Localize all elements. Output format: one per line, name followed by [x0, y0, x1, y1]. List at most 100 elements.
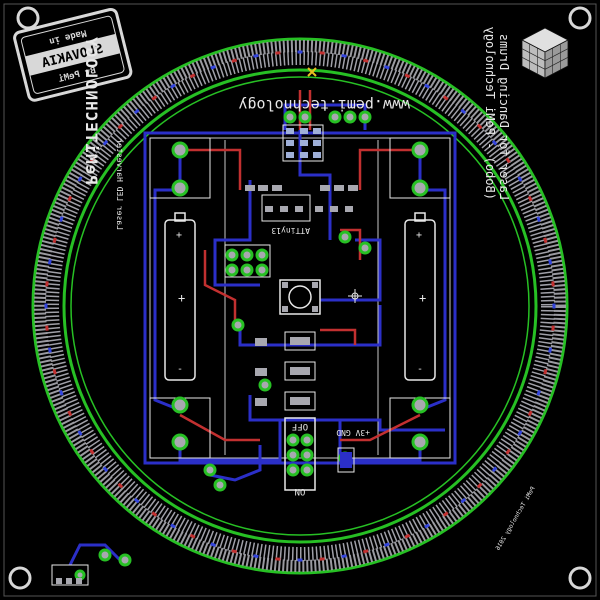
- ring-led-marker: [460, 497, 467, 504]
- battery-contact-pads: [149, 137, 451, 459]
- ring-led-marker: [552, 303, 556, 309]
- silk-bottom-note: PeMi Technology 2016: [494, 486, 536, 552]
- fiducial-marker: [348, 289, 362, 303]
- ring-led-marker: [404, 73, 411, 79]
- led-ring: [31, 37, 569, 575]
- battery-right-plus: +: [416, 230, 422, 241]
- power-switch: [284, 417, 355, 491]
- ring-led-marker: [548, 259, 553, 265]
- bottom-left-components: [51, 463, 227, 586]
- push-button: [279, 279, 321, 315]
- battery-icon: [164, 212, 436, 381]
- battery-left-plus: +: [176, 230, 182, 241]
- ring-led-marker: [47, 259, 52, 265]
- silk-side-line2: (Bobo) - PeMi Technology: [483, 27, 497, 200]
- driver-components: [231, 318, 352, 465]
- board-outline: [3, 3, 597, 597]
- ring-led-marker: [543, 368, 548, 375]
- silk-brand: PeMiTECHNOLOGY: [82, 36, 101, 185]
- ring-led-marker: [442, 511, 449, 517]
- ring-led-marker: [170, 523, 176, 529]
- stamp-icon: [13, 7, 133, 102]
- ring-led-marker: [59, 390, 64, 396]
- ring-led-marker: [424, 523, 430, 529]
- ring-led-marker: [384, 542, 390, 547]
- ring-led-marker: [442, 95, 449, 101]
- ring-led-marker: [102, 466, 109, 473]
- ring-led-marker: [44, 303, 48, 309]
- inner-frame: [143, 131, 457, 465]
- crosshair-left: +: [178, 291, 185, 305]
- battery-right-minus: -: [417, 364, 423, 375]
- ring-led-marker: [536, 390, 541, 396]
- ring-led-marker: [424, 83, 430, 89]
- ring-led-marker: [460, 108, 467, 115]
- ring-led-marker: [151, 511, 158, 517]
- ring-led-markers: [44, 50, 556, 562]
- ring-led-marker: [384, 65, 390, 70]
- ring-led-marker: [362, 549, 369, 554]
- silk-switch-on: ON: [295, 486, 306, 496]
- ring-led-marker: [77, 430, 83, 436]
- ring-led-marker: [319, 51, 325, 55]
- ring-led-marker: [67, 195, 73, 202]
- ring-led-marker: [67, 410, 73, 417]
- ring-led-marker: [551, 281, 555, 287]
- ring-led-marker: [253, 554, 259, 559]
- ring-led-marker: [102, 139, 109, 146]
- ring-led-marker: [275, 557, 281, 561]
- silk-url: www.pemi.technology: [238, 96, 410, 114]
- ring-led-marker: [297, 50, 303, 54]
- ring-led-marker: [253, 53, 259, 58]
- silk-power: +3V GND: [336, 428, 370, 437]
- header-connector: [282, 67, 372, 162]
- ring-led-marker: [52, 237, 57, 244]
- ring-led-marker: [543, 237, 548, 244]
- ring-led-marker: [505, 448, 511, 455]
- ring-led-marker: [133, 108, 140, 115]
- ring-led-marker: [133, 497, 140, 504]
- ring-led-marker: [527, 410, 533, 417]
- ring-led-marker: [210, 542, 216, 547]
- ring-led-marker: [362, 58, 369, 63]
- ring-led-marker: [170, 83, 176, 89]
- silk-chip: ATTiny13: [271, 226, 310, 235]
- ring-led-marker: [551, 325, 555, 331]
- silk-switch-off: OFF: [292, 421, 308, 431]
- ring-led-marker: [491, 139, 498, 146]
- silk-credit: Laser LED Harvester: [115, 138, 124, 230]
- ring-led-marker: [341, 554, 347, 559]
- ring-led-marker: [117, 482, 124, 489]
- ring-led-marker: [59, 216, 64, 222]
- ring-led-marker: [491, 466, 498, 473]
- ring-led-marker: [210, 65, 216, 70]
- ring-led-marker: [517, 176, 523, 182]
- ring-led-marker: [341, 53, 347, 58]
- ring-led-marker: [536, 216, 541, 222]
- ring-led-marker: [89, 157, 95, 164]
- ring-led-marker: [231, 549, 238, 554]
- ring-led-marker: [117, 123, 124, 130]
- ring-led-marker: [151, 95, 158, 101]
- ring-led-marker: [189, 533, 196, 539]
- ring-led-marker: [52, 368, 57, 375]
- ring-led-marker: [47, 347, 52, 353]
- silk-side-line1: Laser for Dancing Drums: [497, 34, 511, 200]
- crosshair-right: +: [419, 291, 426, 305]
- microcontroller: [224, 185, 372, 278]
- ring-led-marker: [45, 325, 49, 331]
- ring-led-marker: [476, 123, 483, 130]
- cube-logo-icon: [521, 27, 569, 79]
- ring-led-marker: [404, 533, 411, 539]
- ring-led-marker: [45, 281, 49, 287]
- ring-led-marker: [275, 51, 281, 55]
- top-traces: [179, 90, 421, 442]
- ring-led-marker: [517, 430, 523, 436]
- mounting-hole-icon: [8, 6, 592, 590]
- ring-led-marker: [297, 558, 303, 562]
- ring-led-marker: [505, 157, 511, 164]
- ring-led-marker: [89, 448, 95, 455]
- ring-led-marker: [231, 58, 238, 63]
- battery-left-minus: -: [177, 364, 183, 375]
